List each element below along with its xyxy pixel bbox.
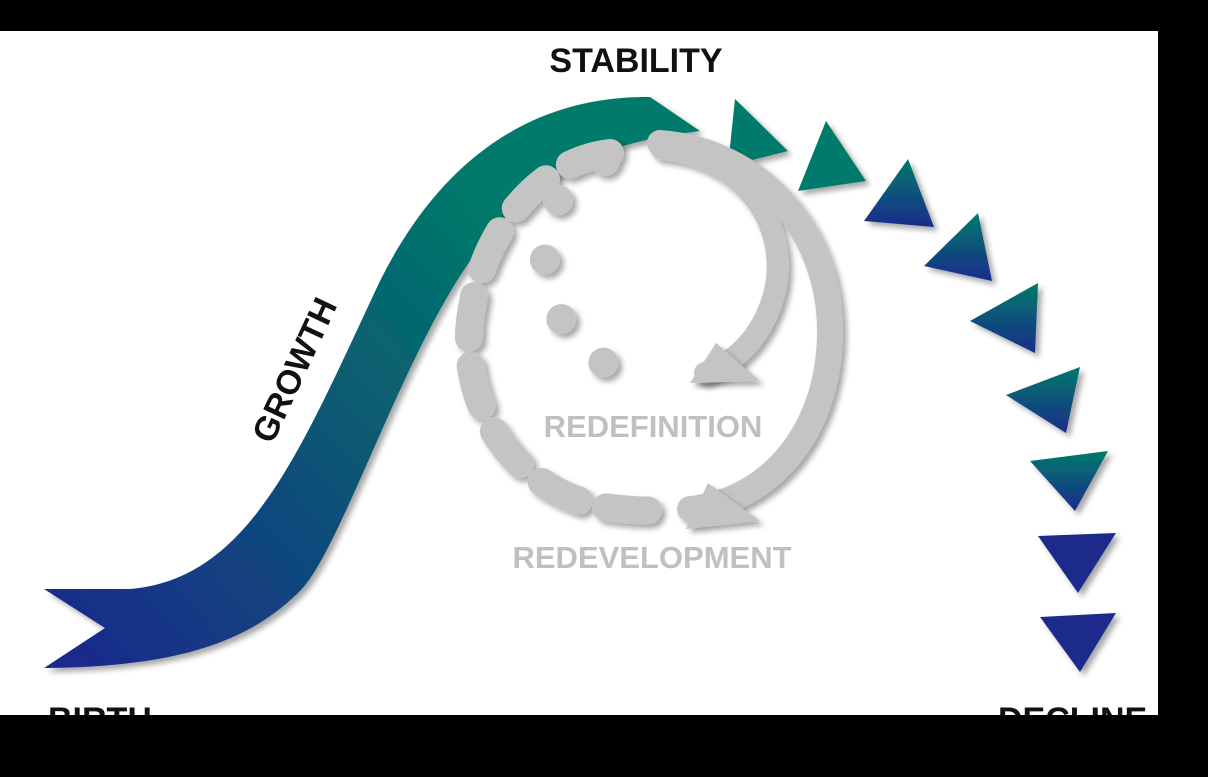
triangle-arrow-icon [1006, 367, 1080, 433]
label-stability: STABILITY [549, 42, 722, 80]
circular-arrow-icon [690, 343, 760, 383]
triangle-arrow-icon [1040, 613, 1116, 672]
redefinition-dots [529, 146, 677, 388]
triangle-arrow-icon [970, 283, 1038, 353]
triangle-arrow-icon [728, 99, 788, 166]
diagram-canvas: STABILITY GROWTH REDEFINITION REDEVELOPM… [0, 31, 1158, 715]
cycle-graphic [454, 130, 844, 525]
circular-arrow-icon [686, 483, 760, 529]
triangle-arrow-icon [924, 213, 992, 281]
triangle-arrow-icon [798, 121, 866, 191]
lifecycle-diagram: STABILITY GROWTH REDEFINITION REDEVELOPM… [44, 42, 1147, 715]
triangle-arrow-icon [1030, 451, 1108, 511]
redevelopment-dashes [454, 139, 674, 525]
redefinition-arrow [651, 138, 789, 384]
label-birth: BIRTH [48, 701, 152, 715]
label-decline: DECLINE [998, 701, 1147, 715]
growth-band [44, 96, 700, 668]
label-redevelopment: REDEVELOPMENT [512, 540, 791, 575]
decline-arrows [728, 99, 1116, 672]
redevelopment-arrow [647, 130, 844, 522]
triangle-arrow-icon [864, 159, 934, 227]
triangle-arrow-icon [1038, 533, 1116, 593]
label-redefinition: REDEFINITION [544, 409, 763, 444]
